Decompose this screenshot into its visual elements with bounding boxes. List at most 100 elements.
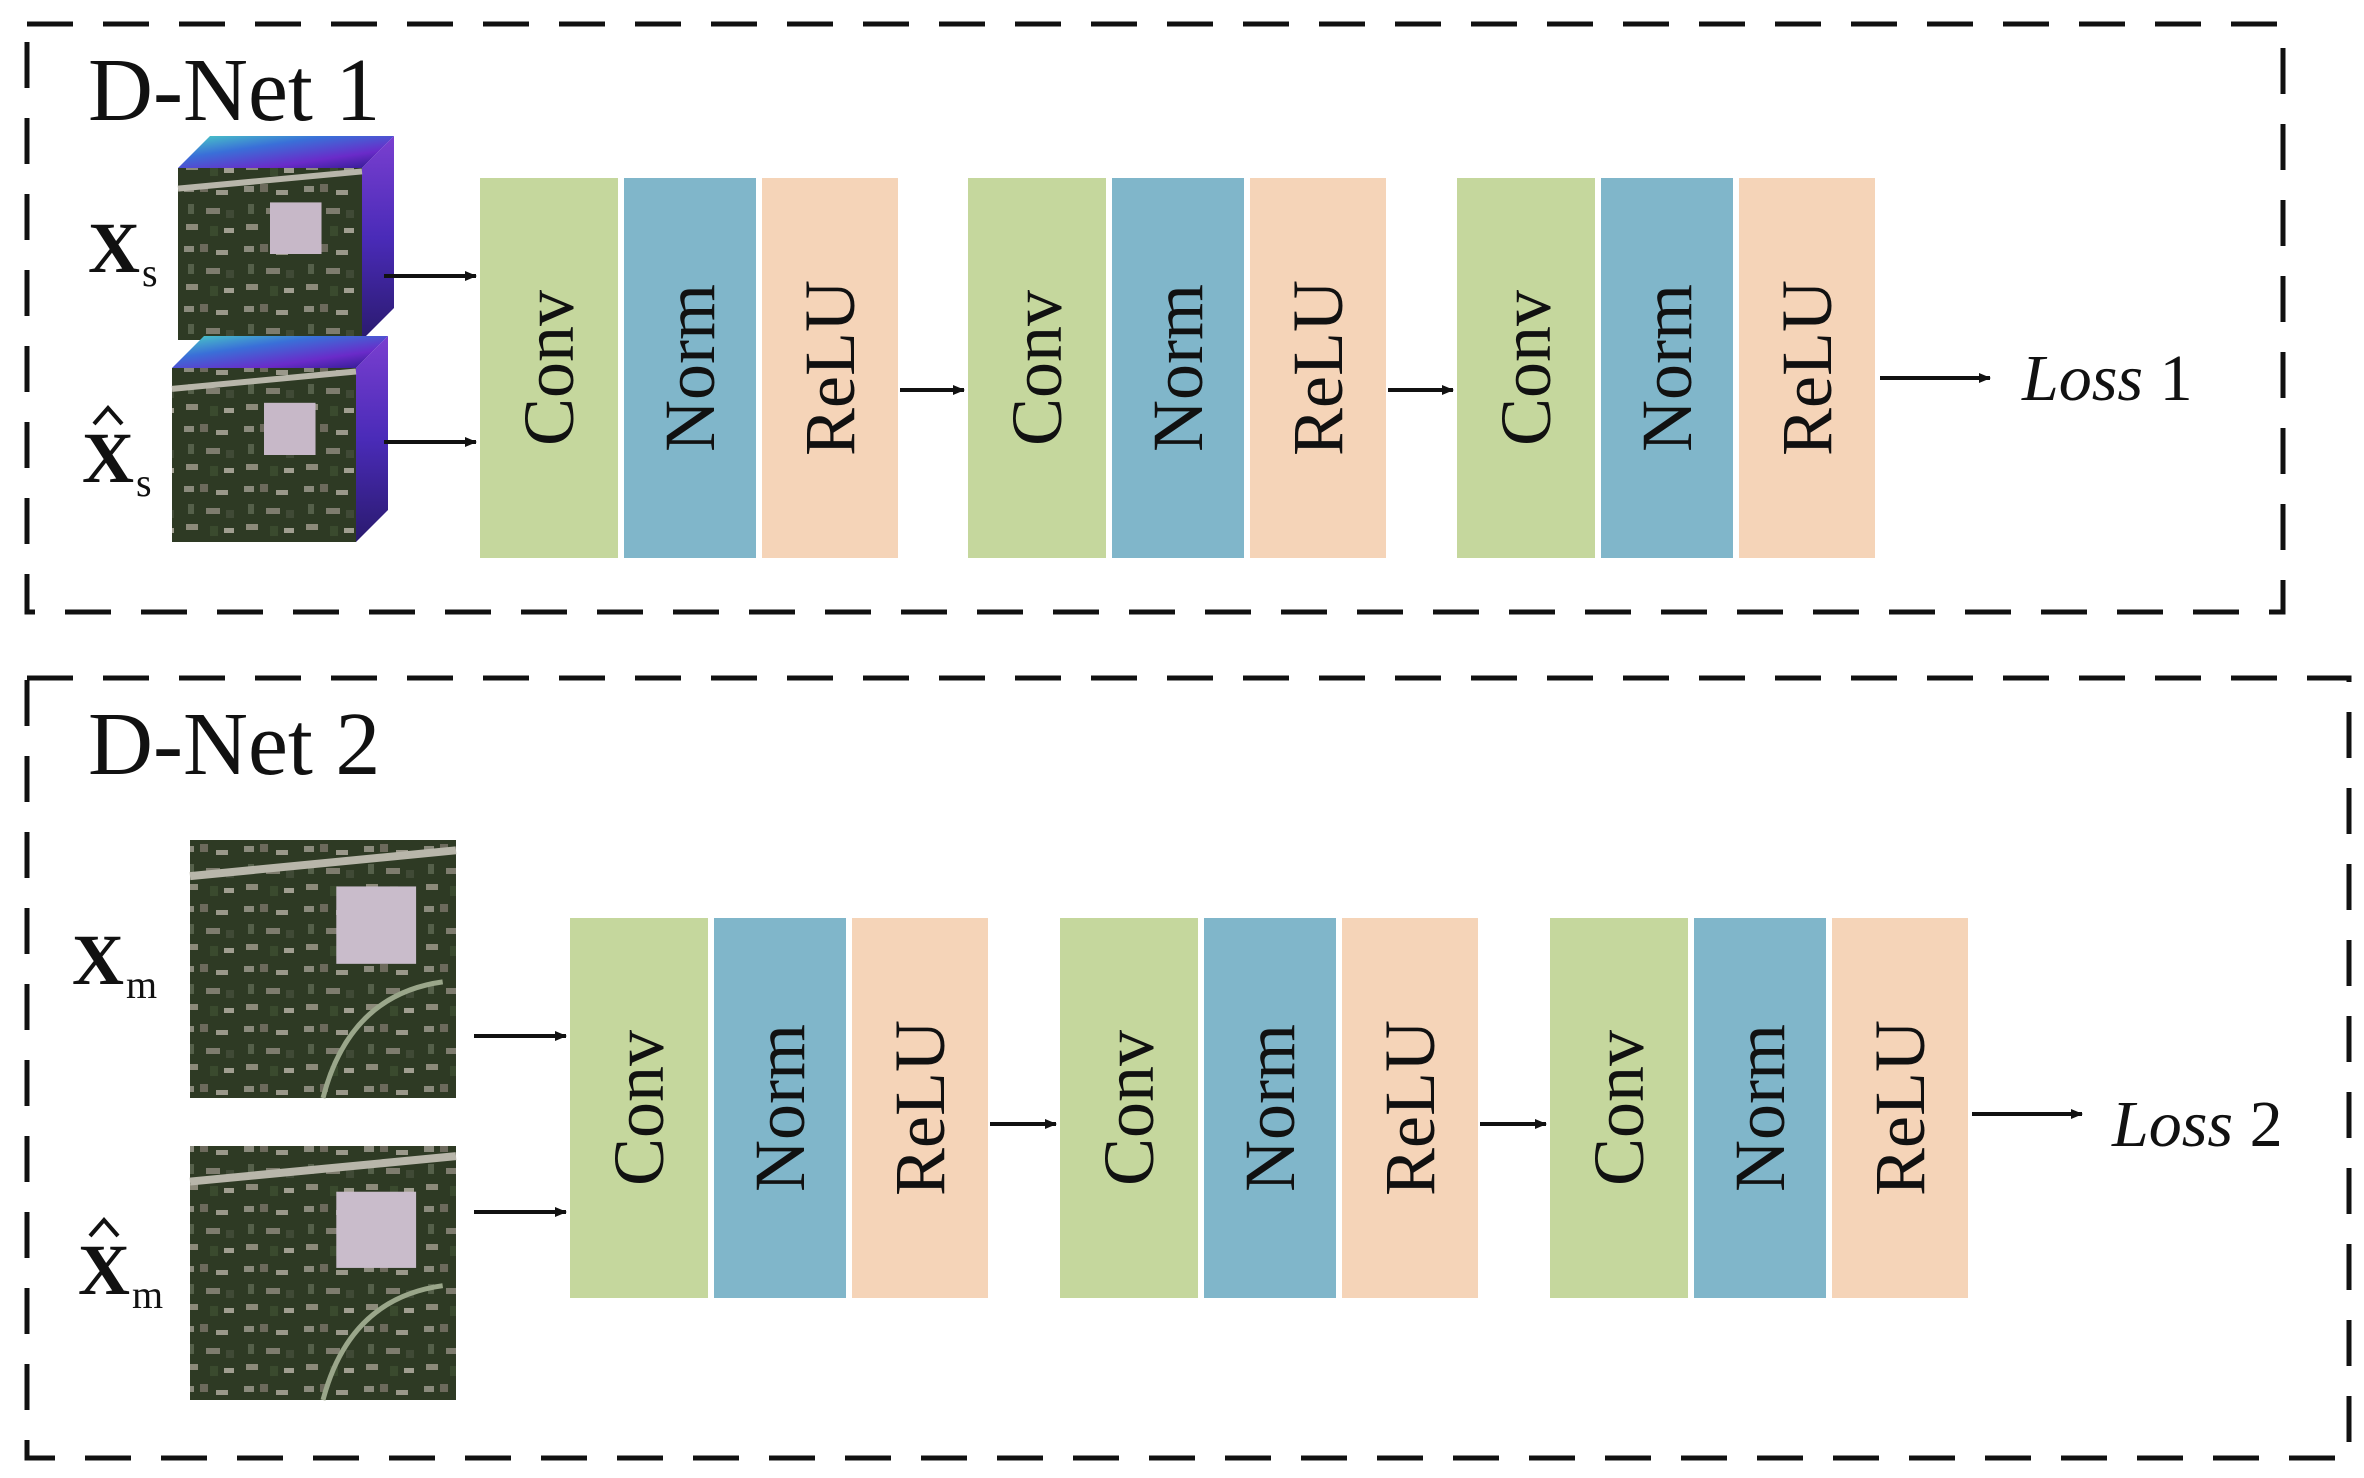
- block-label: ReLU: [1278, 280, 1358, 456]
- block-rect: [480, 178, 618, 558]
- conv-block: Conv: [1060, 918, 1198, 1298]
- multispectral-image-icon: [189, 840, 457, 1099]
- block-label: Norm: [650, 284, 730, 452]
- panel-title: D-Net 1: [88, 41, 380, 140]
- path-trail: [320, 1283, 444, 1401]
- block-label: Conv: [1089, 1030, 1169, 1186]
- block-label: Norm: [1230, 1024, 1310, 1192]
- input-symbol: X: [88, 208, 140, 288]
- relu-block: ReLU: [852, 918, 988, 1298]
- conv-block: Conv: [1457, 178, 1595, 558]
- cube-side-face: [356, 336, 388, 542]
- loss-number: 1: [2143, 342, 2193, 415]
- block-label: ReLU: [880, 1020, 960, 1196]
- conv-block: Conv: [1550, 918, 1688, 1298]
- relu-block: ReLU: [1250, 178, 1386, 558]
- block-label: ReLU: [790, 280, 870, 456]
- loss-label: Loss 2: [2111, 1088, 2283, 1161]
- relu-block: ReLU: [1832, 918, 1968, 1298]
- building-roof: [270, 202, 322, 254]
- cube-side-face: [362, 136, 394, 340]
- panel-frame: [24, 21, 2286, 615]
- hat-icon: [88, 1216, 120, 1238]
- block-rect: [1550, 918, 1688, 1298]
- block-rect: [1342, 918, 1478, 1298]
- hyperspectral-cube-icon: [171, 336, 388, 542]
- block-rect: [762, 178, 898, 558]
- input-symbol: X: [78, 1230, 130, 1310]
- block-rect: [1739, 178, 1875, 558]
- relu-block: ReLU: [762, 178, 898, 558]
- block-rect: [968, 178, 1106, 558]
- block-rect: [1832, 918, 1968, 1298]
- block-rect: [1601, 178, 1733, 558]
- block-label: Conv: [1486, 290, 1566, 446]
- block-rect: [1060, 918, 1198, 1298]
- hat-icon: [92, 404, 124, 426]
- block-rect: [624, 178, 756, 558]
- norm-block: Norm: [624, 178, 756, 558]
- input-subscript: s: [136, 460, 152, 505]
- hyperspectral-cube-icon: [177, 136, 394, 340]
- block-label: Conv: [509, 290, 589, 446]
- loss-word: Loss: [2111, 1088, 2233, 1161]
- norm-block: Norm: [1601, 178, 1733, 558]
- loss-label: Loss 1: [2021, 342, 2193, 415]
- block-label: Norm: [1627, 284, 1707, 452]
- loss-number: 2: [2233, 1088, 2283, 1161]
- input-symbol: X: [82, 418, 134, 498]
- input-subscript: s: [142, 250, 158, 295]
- block-rect: [852, 918, 988, 1298]
- path-trail: [320, 979, 444, 1099]
- block-label: Norm: [1720, 1024, 1800, 1192]
- conv-block: Conv: [570, 918, 708, 1298]
- conv-block: Conv: [968, 178, 1106, 558]
- block-label: ReLU: [1370, 1020, 1450, 1196]
- building-roof: [336, 886, 417, 964]
- image-background: [190, 1146, 456, 1400]
- input-subscript: m: [126, 962, 157, 1007]
- block-rect: [1112, 178, 1244, 558]
- block-label: Norm: [740, 1024, 820, 1192]
- image-background: [190, 840, 456, 1098]
- multispectral-image-icon: [189, 1146, 457, 1401]
- norm-block: Norm: [1204, 918, 1336, 1298]
- block-rect: [1250, 178, 1386, 558]
- block-label: Conv: [997, 290, 1077, 446]
- relu-block: ReLU: [1739, 178, 1875, 558]
- block-rect: [1694, 918, 1826, 1298]
- block-label: ReLU: [1860, 1020, 1940, 1196]
- road: [189, 846, 457, 881]
- block-label: Conv: [1579, 1030, 1659, 1186]
- block-rect: [1457, 178, 1595, 558]
- input-symbol: X: [72, 920, 124, 1000]
- block-rect: [570, 918, 708, 1298]
- panel-title: D-Net 2: [88, 695, 380, 794]
- loss-word: Loss: [2021, 342, 2143, 415]
- panel-frame: [24, 675, 2352, 1461]
- norm-block: Norm: [714, 918, 846, 1298]
- block-label: ReLU: [1767, 280, 1847, 456]
- building-roof: [336, 1191, 417, 1268]
- road: [171, 368, 357, 392]
- norm-block: Norm: [1112, 178, 1244, 558]
- conv-block: Conv: [480, 178, 618, 558]
- building-roof: [264, 402, 316, 455]
- block-rect: [714, 918, 846, 1298]
- input-subscript: m: [132, 1272, 163, 1317]
- relu-block: ReLU: [1342, 918, 1478, 1298]
- block-rect: [1204, 918, 1336, 1298]
- norm-block: Norm: [1694, 918, 1826, 1298]
- road: [189, 1152, 457, 1186]
- road: [177, 168, 363, 192]
- cube-top-face: [172, 336, 388, 368]
- cube-top-face: [178, 136, 394, 168]
- block-label: Norm: [1138, 284, 1218, 452]
